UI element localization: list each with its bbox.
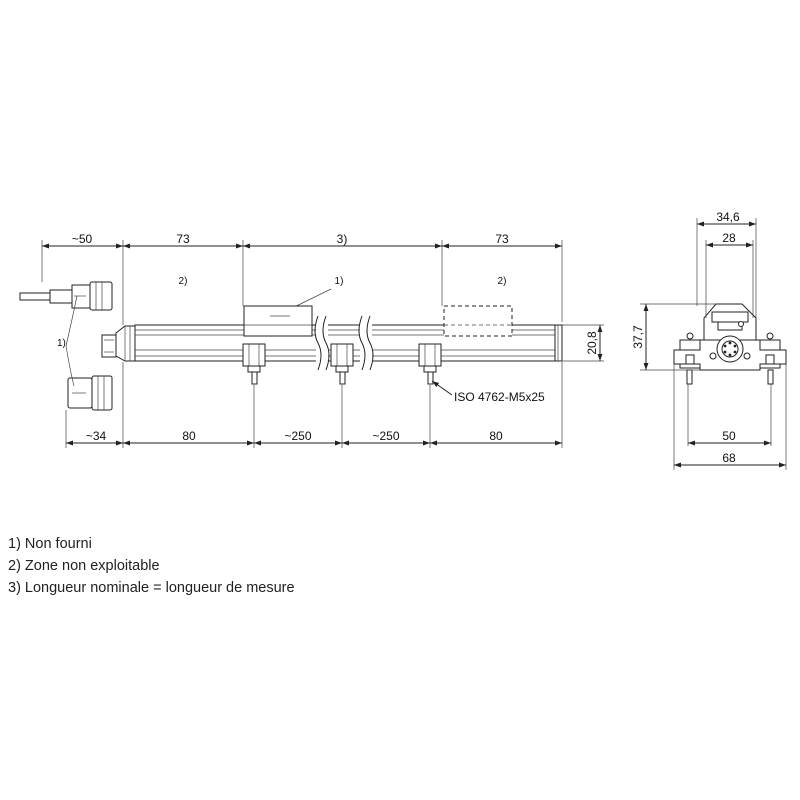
- callout-2-left: 2): [179, 276, 188, 287]
- screw-label: ISO 4762-M5x25: [454, 390, 545, 404]
- mounting-clamp-3: [418, 343, 442, 385]
- dim-top-nominal: 3): [337, 232, 348, 246]
- leader-1-left: [65, 295, 78, 347]
- legend-item-2: 2) Zone non exploitable: [8, 558, 160, 574]
- dim-side-37-7: 37,7: [631, 325, 645, 349]
- break-marks: [314, 315, 374, 371]
- bottom-dimension-chain: ~34 80 ~250 ~250 80: [65, 362, 563, 448]
- mounting-clamp-1: [242, 343, 266, 385]
- legend-item-3: 3) Longueur nominale = longueur de mesur…: [8, 580, 295, 596]
- dim-height-20-8: 20,8: [585, 331, 599, 355]
- leader-screw: [431, 380, 453, 396]
- dim-bottom-250-left: ~250: [284, 429, 311, 443]
- position-magnet-left: [243, 305, 313, 337]
- callout-2-right: 2): [498, 276, 507, 287]
- mounting-clamp-2: [330, 343, 354, 385]
- callout-1-top: 1): [335, 276, 344, 287]
- legend-item-1: 1) Non fourni: [8, 536, 92, 552]
- dim-bottom-250-right: ~250: [372, 429, 399, 443]
- callout-1-left: 1): [57, 338, 66, 349]
- side-view-dimensions: 34,6 28 37,7 50 68: [631, 210, 787, 470]
- dim-side-68: 68: [722, 451, 736, 465]
- top-dimension-chain: ~50 73 3) 73: [41, 232, 563, 325]
- plug-connector: [67, 375, 113, 411]
- dim-top-73-left: 73: [176, 232, 190, 246]
- dim-top-73-right: 73: [495, 232, 509, 246]
- dim-side-50: 50: [722, 429, 736, 443]
- side-view: [673, 303, 787, 385]
- dim-bottom-80-left: 80: [182, 429, 196, 443]
- position-magnet-right: [443, 305, 513, 337]
- height-dimension: 20,8: [562, 324, 604, 362]
- dim-side-28: 28: [722, 231, 736, 245]
- dim-top-left: ~50: [72, 232, 93, 246]
- dim-bottom-34: ~34: [86, 429, 107, 443]
- dim-bottom-80-right: 80: [489, 429, 503, 443]
- leader-1-left-lower: [65, 345, 75, 387]
- legend: 1) Non fourni 2) Zone non exploitable 3)…: [8, 533, 295, 599]
- dim-side-34-6: 34,6: [716, 210, 740, 224]
- cable-connector: [19, 281, 113, 311]
